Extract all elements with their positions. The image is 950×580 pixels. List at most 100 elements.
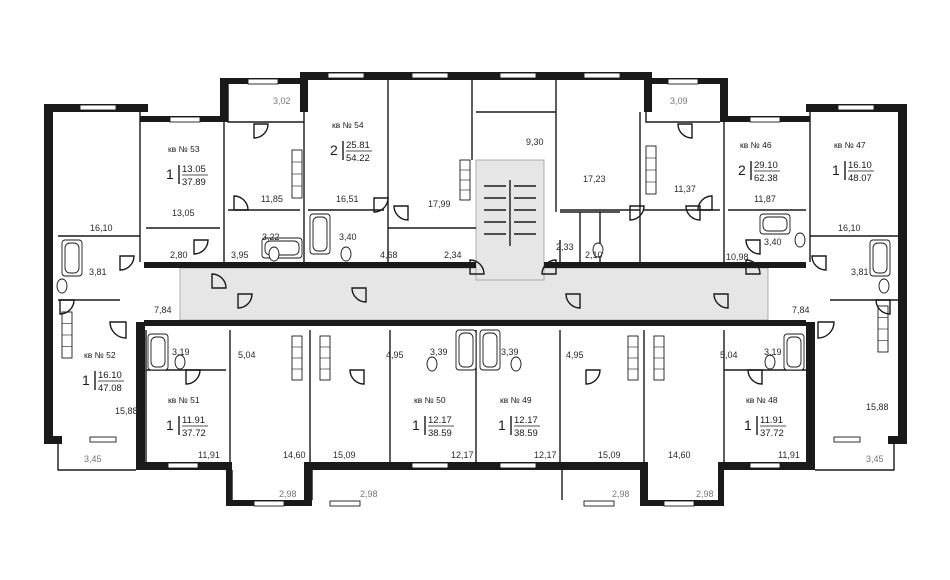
apt-rooms: 1: [498, 417, 506, 433]
apt-living-area: 11.91: [182, 415, 205, 426]
window: [169, 116, 201, 123]
room-area: 11,37: [674, 184, 696, 194]
window: [167, 462, 199, 469]
room-area: 10,98: [726, 252, 749, 262]
room-area: 2,98: [612, 489, 630, 499]
apt-prefix: кв: [746, 395, 755, 405]
room-area: 14,60: [283, 450, 306, 460]
apt-prefix: кв: [500, 395, 509, 405]
room-area: 3,09: [670, 96, 688, 106]
room-area: 16,10: [838, 223, 861, 233]
room-area: 2,98: [360, 489, 378, 499]
apartment-label: кв № 46 2 29.10 62.38: [738, 140, 780, 184]
apt-total-area: 47.08: [98, 383, 122, 394]
window: [749, 116, 781, 123]
door-swing: [349, 369, 365, 385]
room-area: 3,22: [262, 232, 280, 242]
window: [89, 436, 117, 443]
apt-prefix: кв: [168, 144, 177, 154]
bathtub-basin: [786, 336, 802, 368]
room-area: 15,09: [598, 450, 621, 460]
apt-prefix: кв: [740, 140, 749, 150]
apt-total-area: 37.72: [182, 428, 206, 439]
door-swing: [541, 259, 557, 275]
room-area: 3,39: [430, 347, 448, 357]
toilet: [426, 356, 438, 372]
room-area: 3,40: [339, 232, 357, 242]
apt-number: № 51: [179, 395, 200, 405]
room-area: 12,17: [451, 450, 474, 460]
room-area: 5,04: [720, 350, 738, 360]
window: [833, 436, 861, 443]
bathtub-basin: [64, 242, 80, 274]
door-swing: [745, 239, 761, 255]
room-area: 3,19: [764, 347, 782, 357]
bathtub-basin: [872, 242, 888, 274]
door-swing: [747, 369, 763, 385]
door-swing: [185, 369, 201, 385]
window: [499, 72, 537, 79]
apartment-label: кв № 49 1 12.17 38.59: [498, 395, 540, 439]
bathtub-basin: [312, 216, 328, 252]
room-area: 2,98: [279, 489, 297, 499]
room-area: 2,80: [170, 250, 188, 260]
door-swing: [211, 273, 227, 289]
apt-number: № 50: [425, 395, 446, 405]
window: [411, 72, 449, 79]
apt-rooms: 1: [166, 166, 174, 182]
window: [499, 462, 537, 469]
room-area: 11,91: [778, 450, 800, 460]
apt-total-area: 37.89: [182, 177, 206, 188]
bathtub-basin: [458, 332, 474, 368]
room-area: 2,34: [444, 250, 462, 260]
svg-text:кв № 48: кв № 48: [746, 395, 778, 405]
room-area: 16,10: [90, 223, 113, 233]
room-area: 3,81: [89, 267, 107, 277]
apt-rooms: 1: [744, 417, 752, 433]
door-swing: [233, 195, 249, 211]
apt-rooms: 2: [738, 162, 746, 178]
room-area: 3,81: [851, 267, 869, 277]
svg-text:кв № 50: кв № 50: [414, 395, 446, 405]
apt-living-area: 25.81: [346, 140, 370, 151]
window: [749, 462, 781, 469]
apartment-label: кв № 48 1 11.91 37.72: [744, 395, 786, 439]
window: [667, 78, 699, 85]
door-swing: [237, 293, 253, 309]
toilet: [764, 354, 776, 370]
door-swing: [351, 287, 367, 303]
apt-prefix: кв: [834, 140, 843, 150]
window: [329, 500, 361, 507]
room-area: 3,45: [866, 454, 884, 464]
room-area: 12,17: [534, 450, 557, 460]
room-area: 7,84: [792, 305, 810, 315]
apartment-label: кв № 51 1 11.91 37.72: [166, 395, 208, 439]
door-swing: [59, 299, 75, 315]
svg-text:кв № 52: кв № 52: [84, 350, 116, 360]
door-swing: [713, 293, 729, 309]
room-area: 3,45: [84, 454, 102, 464]
apt-rooms: 1: [412, 417, 420, 433]
door-swing: [585, 369, 601, 385]
apt-number: № 54: [343, 120, 364, 130]
window: [327, 72, 365, 79]
door-swing: [109, 321, 127, 339]
apt-total-area: 48.07: [848, 173, 872, 184]
svg-text:кв № 47: кв № 47: [834, 140, 866, 150]
apartment-label: кв № 52 1 16.10 47.08: [82, 350, 124, 394]
apt-total-area: 37.72: [760, 428, 784, 439]
apt-prefix: кв: [168, 395, 177, 405]
room-area: 2,10: [585, 250, 603, 260]
apt-number: № 52: [95, 350, 116, 360]
room-area: 17,23: [583, 174, 606, 184]
toilet: [174, 354, 186, 370]
toilet: [592, 242, 604, 258]
room-area: 3,95: [231, 250, 249, 260]
svg-text:кв № 46: кв № 46: [740, 140, 772, 150]
door-swing: [253, 123, 269, 139]
windows: [79, 72, 875, 507]
apt-living-area: 12.17: [428, 415, 452, 426]
apt-number: № 49: [511, 395, 532, 405]
room-area: 15,88: [866, 402, 889, 412]
